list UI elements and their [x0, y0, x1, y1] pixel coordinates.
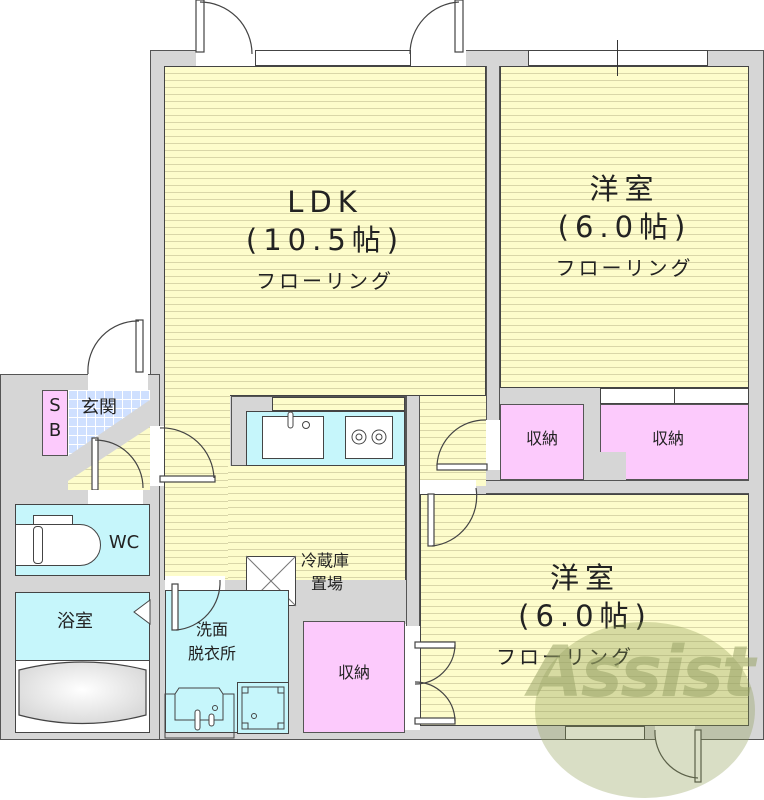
western-room-2-balcony-door-opening: [655, 726, 695, 740]
western-room-1-name: 洋室: [589, 172, 660, 206]
interior-wall-ldk-west1: [486, 66, 500, 420]
western-room-1-window[interactable]: [528, 50, 708, 66]
ldk-room: [164, 66, 486, 396]
ldk-lower: [164, 390, 230, 580]
ldk-floor-type: フローリング: [256, 269, 394, 293]
western-room-2-door-opening: [420, 480, 476, 494]
western-room-2-size: (6.0帖): [518, 599, 652, 633]
shoe-box-label-s: S: [49, 395, 61, 416]
ldk-balcony-door-left-opening: [196, 50, 255, 66]
ldk-door-left-icon[interactable]: [195, 0, 266, 70]
washing-machine-icon: [241, 686, 285, 730]
toilet-seat: [33, 526, 43, 564]
storage-2-pillar: [598, 452, 626, 480]
storage-3-doors-icon[interactable]: [405, 624, 475, 734]
toilet-label: WC: [108, 532, 140, 553]
bathroom-door-icon[interactable]: [133, 599, 154, 625]
storage-3: [303, 621, 405, 733]
interior-wall-storage-div: [584, 404, 600, 480]
storage-3-door-opening: [405, 624, 420, 730]
western-room-2: [420, 494, 749, 726]
washroom-label-1: 洗面: [195, 620, 228, 639]
stove[interactable]: [345, 416, 393, 459]
washing-machine-space[interactable]: [237, 682, 289, 734]
ldk-balcony-door-right-opening: [411, 50, 466, 66]
fridge-space-label-2: 置場: [310, 574, 343, 593]
storage-1-door-opening: [486, 420, 500, 470]
bathtub-icon[interactable]: [15, 660, 150, 733]
stove-burners-icon: [351, 429, 387, 445]
western-room-1: [500, 66, 749, 388]
toilet-bowl[interactable]: [15, 524, 101, 566]
kitchen-top-strip: [272, 397, 405, 411]
faucet-icon: [287, 411, 310, 429]
watermark-logo-icon: [535, 622, 755, 798]
fridge-space-label-1: 冷蔵庫: [300, 551, 349, 570]
western-room-1-size: (6.0帖): [557, 210, 692, 244]
entrance-door-opening: [88, 374, 148, 390]
ldk-window[interactable]: [255, 50, 411, 66]
western-room-2-window[interactable]: [565, 726, 645, 740]
washroom-label-2: 脱衣所: [187, 644, 236, 663]
washroom-door-opening: [165, 576, 225, 590]
western-room-2-floor-type: フローリング: [430, 646, 700, 669]
western-room-2-name: 洋室: [549, 561, 620, 595]
western-room-1-floor-type: フローリング: [555, 256, 694, 280]
storage-1-door-icon[interactable]: [435, 419, 505, 480]
western-room-1-window-divider: [617, 40, 618, 76]
western-room-2-balcony-door-icon[interactable]: [650, 729, 710, 800]
ldk-entry-door-opening: [150, 426, 164, 486]
wash-basin-icon[interactable]: [164, 687, 235, 739]
entrance-door-icon[interactable]: [87, 319, 158, 390]
storage-2-door-divider: [674, 388, 675, 404]
interior-wall-mid: [486, 480, 749, 494]
ldk-door-right-icon[interactable]: [409, 0, 480, 70]
ldk-name: LDK: [287, 185, 363, 219]
western-room-2-door-icon[interactable]: [424, 487, 494, 558]
ldk-entry-door-icon[interactable]: [159, 426, 230, 496]
entrance-label: 玄関: [81, 397, 117, 418]
ldk-size: (10.5帖): [245, 223, 405, 257]
storage-1: [500, 404, 584, 480]
storage-1-label: 収納: [525, 429, 558, 448]
storage-3-label: 収納: [337, 663, 370, 682]
wc-door-opening: [88, 490, 143, 504]
shoe-box-label-b: B: [48, 420, 62, 441]
interior-wall-east: [406, 396, 420, 626]
bathroom-label: 浴室: [57, 611, 93, 632]
washroom-door-icon[interactable]: [170, 579, 230, 650]
storage-2-label: 収納: [651, 429, 684, 448]
interior-wall-room1-bottom: [500, 388, 600, 404]
shoe-box: [42, 390, 68, 456]
watermark-text: Assist: [528, 631, 756, 713]
